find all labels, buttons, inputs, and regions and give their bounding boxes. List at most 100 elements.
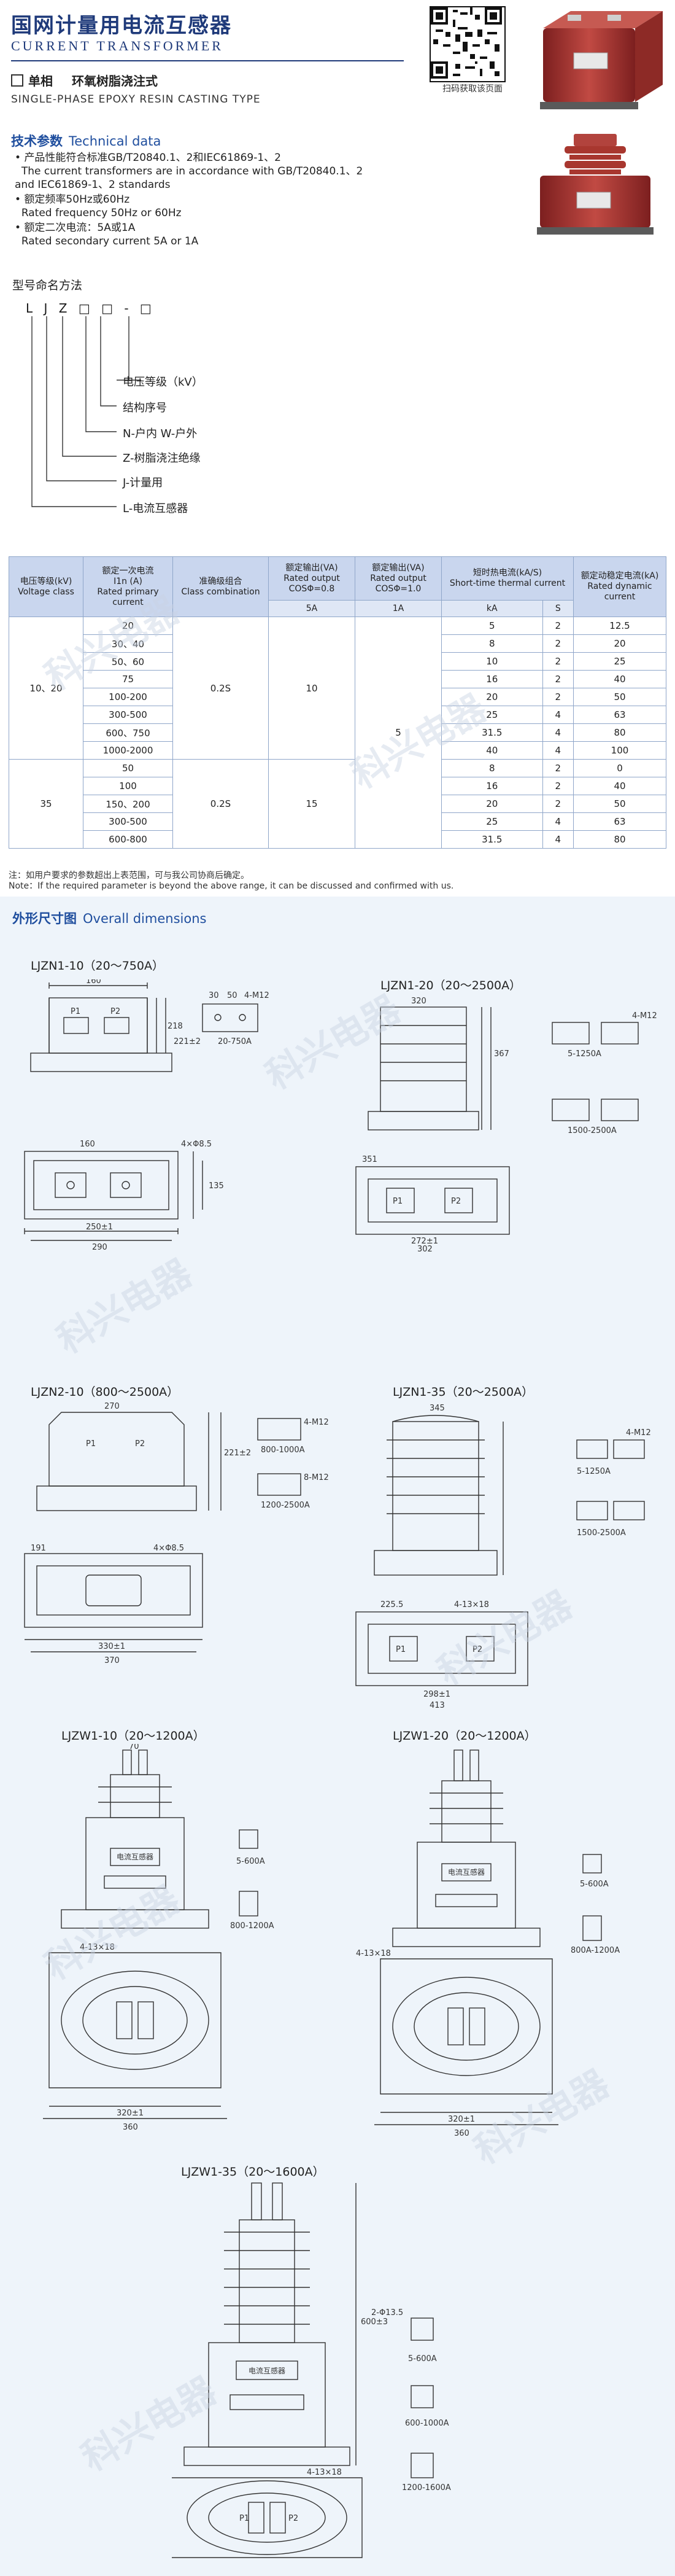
cell-ka: 31.5: [441, 830, 543, 849]
dim-text: 70: [129, 1744, 139, 1751]
product-subtitle-en: SINGLE-PHASE EPOXY RESIN CASTING TYPE: [11, 93, 261, 106]
model-code: L J Z □ □ - □: [26, 301, 155, 316]
legend-ct: L-电流互感器: [123, 502, 188, 515]
cell-dynamic: 20: [573, 634, 666, 653]
cell-dynamic: 40: [573, 670, 666, 688]
dim-text: 221±2: [224, 1449, 251, 1458]
dim-text: 160: [86, 979, 101, 986]
dim-text: 221±2: [174, 1037, 201, 1046]
drawing-ljzw1-20: 电流互感器 5-600A 800A-1200A 4-13×18 320±1 36…: [356, 1749, 620, 2138]
dim-text: 370: [104, 1656, 120, 1665]
cell-s: 4: [542, 830, 574, 849]
cell-dynamic: 0: [573, 759, 666, 777]
cell-ka: 16: [441, 670, 543, 688]
page-title: 国网计量用电流互感器: [11, 14, 232, 38]
fig-label-ljzn1-20: LJZN1-20（20～2500A）: [380, 979, 522, 992]
dim-text: 160: [80, 1140, 95, 1149]
dim-text: 320±1: [448, 2115, 475, 2124]
cell-primary: 50: [83, 759, 173, 777]
cell-primary: 1000-2000: [83, 741, 173, 760]
cell-ka: 40: [441, 741, 543, 760]
dim-text: 290: [92, 1243, 107, 1252]
note-cn: 注：如用户要求的参数超出上表范围，可与我公司协商后确定。: [9, 871, 249, 881]
cell-ka: 16: [441, 777, 543, 795]
legend-structure: 结构序号: [123, 402, 167, 414]
cell-dynamic: 80: [573, 830, 666, 849]
dim-text: 4×Φ8.5: [181, 1140, 212, 1149]
cell-primary: 100: [83, 777, 173, 795]
cell-ka: 20: [441, 688, 543, 706]
cell-primary: 50、60: [83, 652, 173, 671]
cell-ka: 8: [441, 634, 543, 653]
spec-item: • 额定频率50Hz或60Hz Rated frequency 50Hz or …: [15, 193, 182, 219]
dim-text: 1200-2500A: [261, 1501, 310, 1510]
cell-primary: 300-500: [83, 812, 173, 831]
dim-text: 5-600A: [408, 2354, 437, 2364]
product-photo-bottom: [515, 128, 669, 238]
cell-dynamic: 80: [573, 723, 666, 742]
qr-code-icon: [430, 6, 506, 82]
th-sub-ka: kA: [441, 600, 543, 617]
dim-text: P2: [288, 2514, 298, 2523]
product-photo-top: [515, 4, 669, 126]
cell-ka: 5: [441, 617, 543, 635]
dim-text: 302: [417, 1245, 433, 1253]
cell-dynamic: 40: [573, 777, 666, 795]
nameplate-text: 电流互感器: [249, 2366, 285, 2375]
cell-s: 4: [542, 723, 574, 742]
dim-text: 330±1: [98, 1642, 125, 1651]
th-voltage: 电压等级(kV)Voltage class: [9, 556, 83, 617]
fig-label-ljzn2-10: LJZN2-10（800～2500A）: [31, 1385, 179, 1399]
dim-text: P1: [396, 1645, 406, 1654]
dim-text: 4-13×18: [80, 1943, 115, 1952]
dim-text: 272±1: [411, 1237, 438, 1246]
cell-primary: 600、750: [83, 723, 173, 742]
spec-text-cn: 额定频率50Hz或60Hz: [24, 193, 130, 206]
table-note: 注：如用户要求的参数超出上表范围，可与我公司协商后确定。 Note：If the…: [9, 871, 453, 892]
dimensions-section: [0, 897, 675, 2576]
cell-output08: 10: [268, 617, 355, 760]
dim-text: 5-1250A: [568, 1049, 601, 1059]
cell-primary: 20: [83, 617, 173, 635]
dim-text: 191: [31, 1544, 46, 1553]
spec-text-en: The current transformers are in accordan…: [15, 165, 363, 191]
dim-text: P2: [451, 1197, 461, 1206]
cell-s: 4: [542, 812, 574, 831]
dim-text: 4-13×18: [454, 1600, 489, 1609]
drawing-ljzw1-10: 70 电流互感器 5-600A 800-1200A 4-13×18 320±1 …: [43, 1744, 274, 2132]
th-thermal: 短时热电流(kA/S)Short-time thermal current: [441, 556, 574, 601]
cell-dynamic: 50: [573, 688, 666, 706]
cell-s: 2: [542, 795, 574, 813]
drawing-ljzn2-10: 270 P1 P2 221±2 800-1000A 1200-2500A 4-M…: [24, 1402, 329, 1665]
subtitle-a: 单相: [28, 74, 53, 88]
dim-text: 270: [104, 1402, 120, 1411]
cell-s: 2: [542, 777, 574, 795]
cell-s: 2: [542, 670, 574, 688]
legend-insulation: Z-树脂浇注绝缘: [123, 452, 201, 465]
dims-heading-cn: 外形尺寸图: [12, 911, 77, 926]
dim-text: 320±1: [117, 2109, 144, 2118]
legend-indoor-outdoor: N-户内 W-户外: [123, 427, 198, 440]
fig-label-ljzw1-35: LJZW1-35（20～1600A）: [181, 2165, 325, 2179]
dim-text: 5-600A: [236, 1857, 265, 1866]
dim-text: 413: [430, 1701, 445, 1710]
cell-ka: 10: [441, 652, 543, 671]
cell-dynamic: 12.5: [573, 617, 666, 635]
dim-text: 800A-1200A: [571, 1946, 620, 1955]
dim-text: 4×Φ8.5: [153, 1544, 184, 1553]
dim-text: 225.5: [380, 1600, 403, 1609]
product-subtitle: 单相 环氧树脂浇注式: [11, 71, 158, 89]
dim-text: 1500-2500A: [568, 1126, 617, 1135]
cell-s: 4: [542, 706, 574, 724]
dim-text: 345: [430, 1404, 445, 1413]
